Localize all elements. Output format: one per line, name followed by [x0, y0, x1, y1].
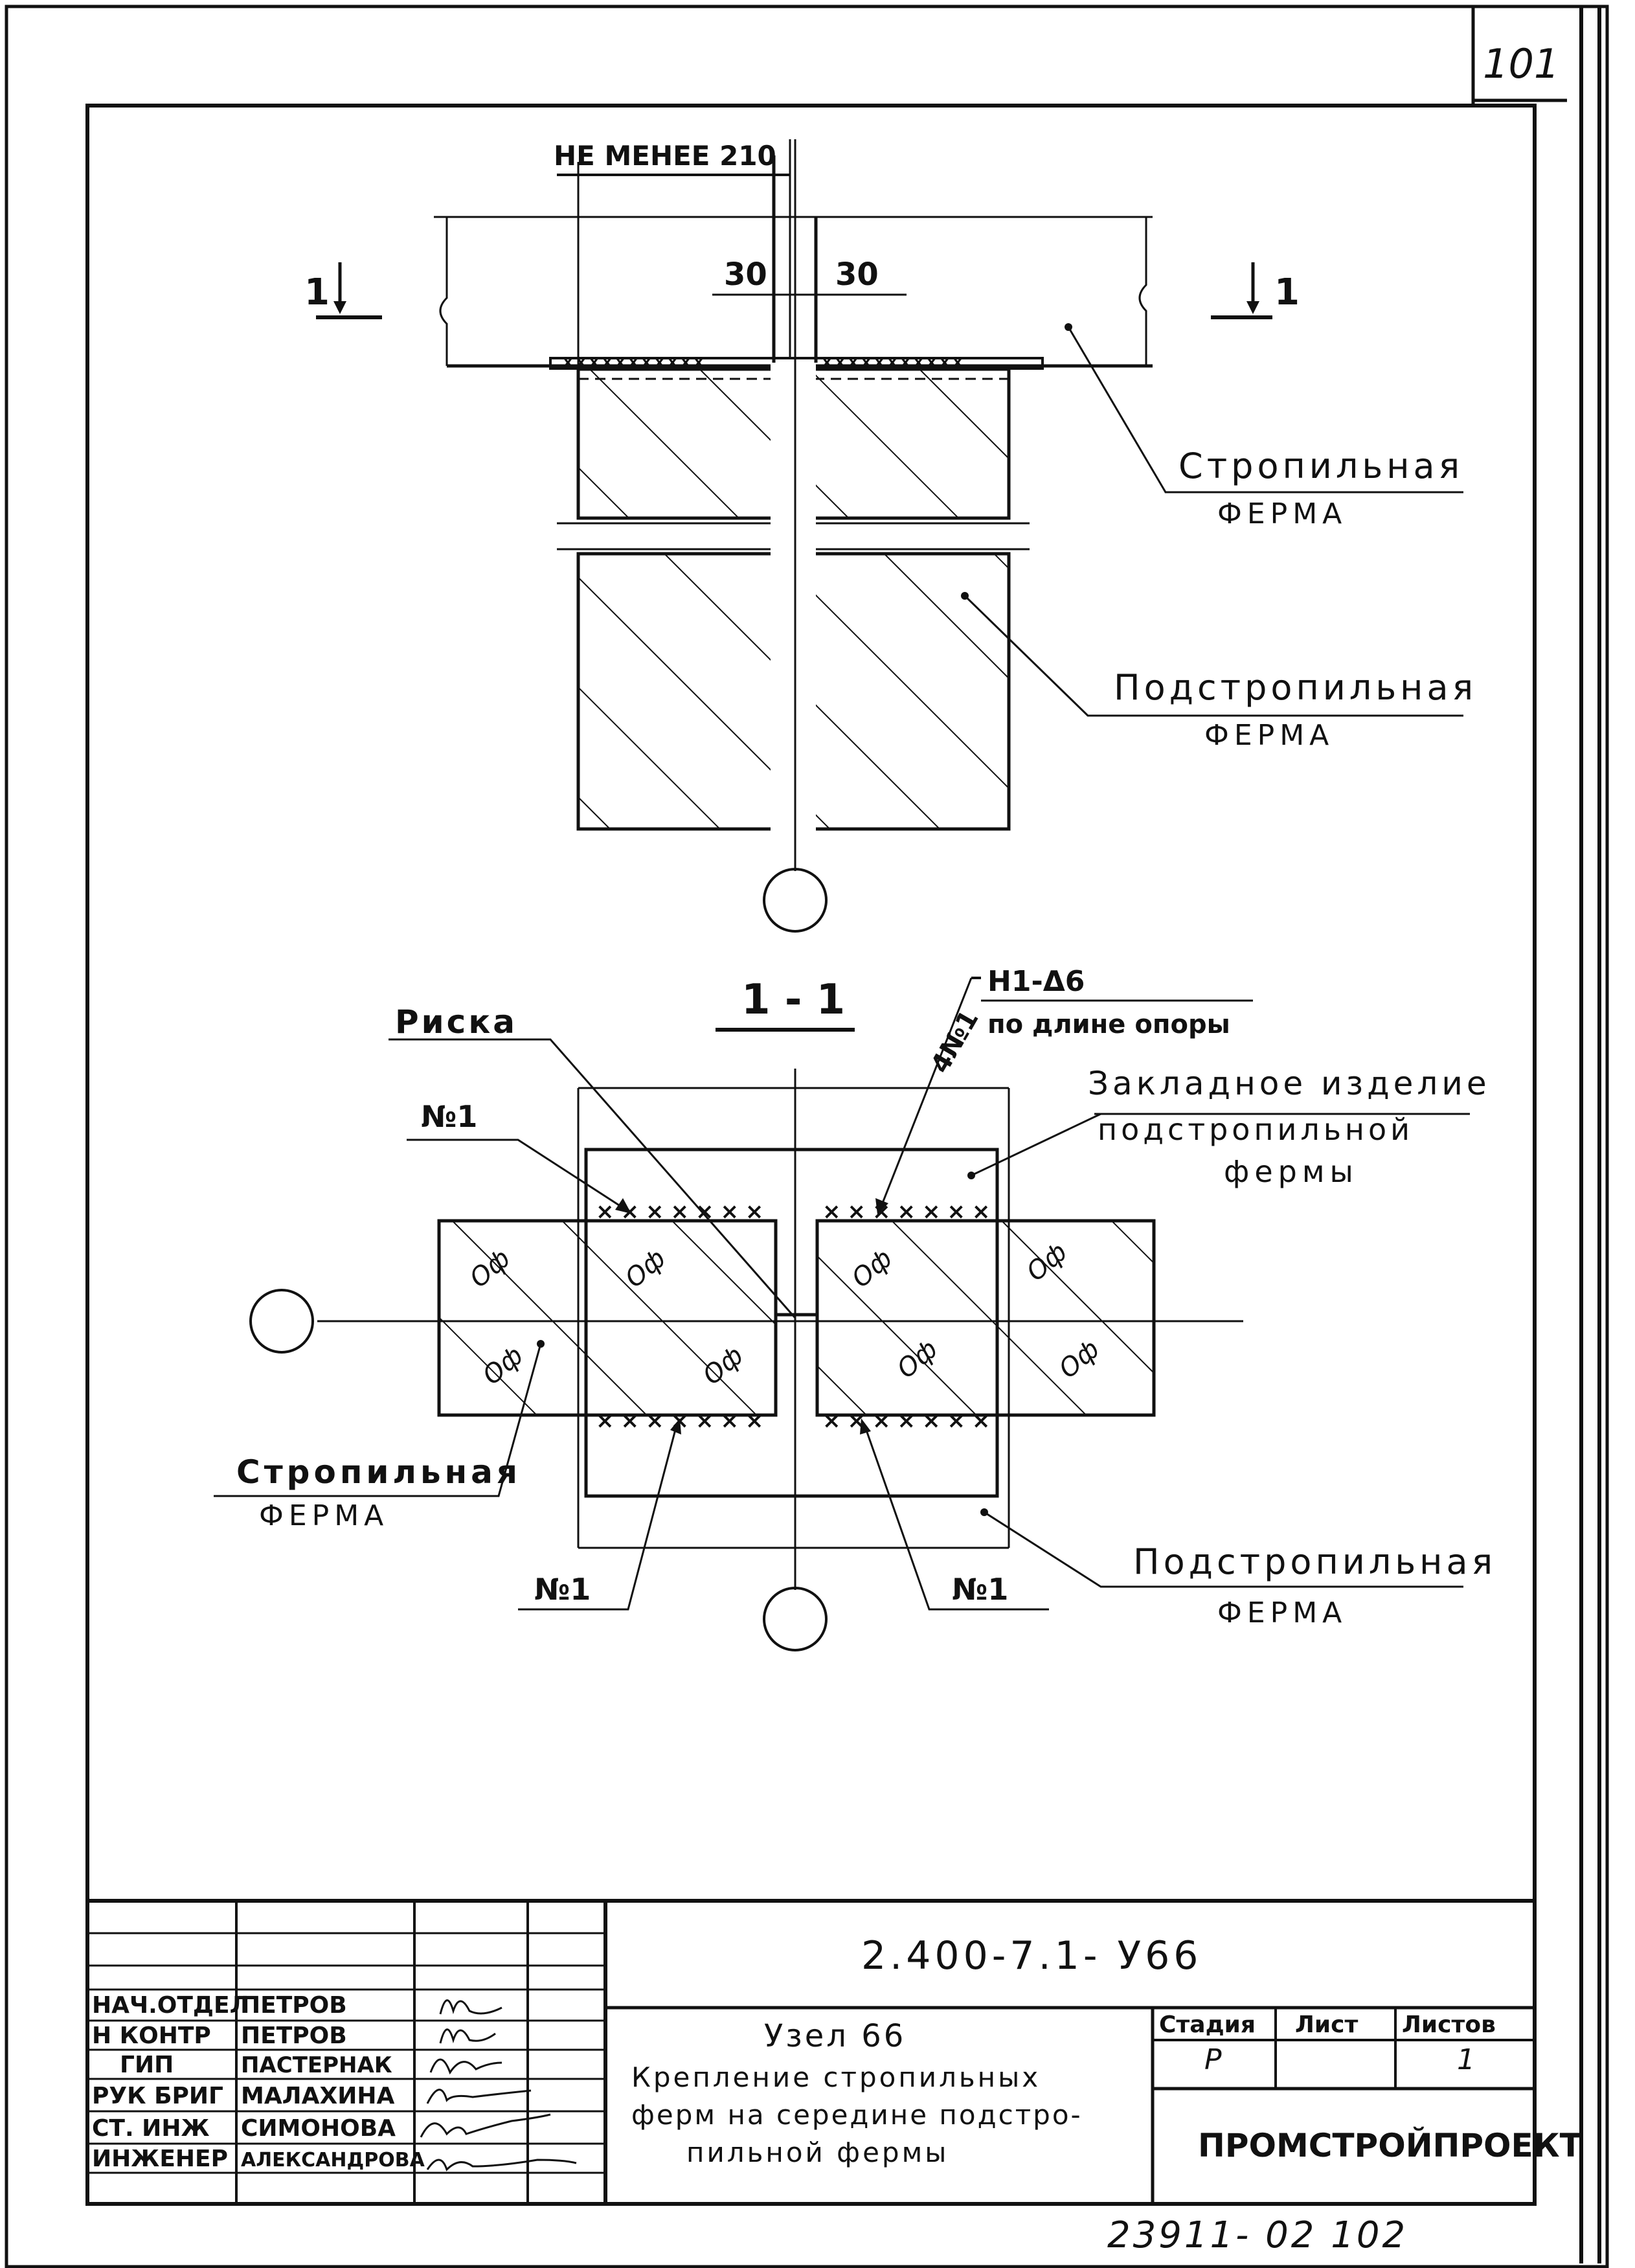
weld-count: 4№1: [925, 1005, 985, 1078]
role-3: РУК БРИГ: [92, 2083, 223, 2109]
label-truss-plan-2: ФЕРМА: [1217, 497, 1347, 530]
description-line-2: пильной фермы: [686, 2137, 949, 2168]
role-2: ГИП: [120, 2052, 174, 2078]
label-truss-section-1: Стропильная: [236, 1453, 521, 1491]
axis-bubble-section-bottom: [763, 1587, 828, 1651]
stage-value: Р: [1204, 2043, 1222, 2076]
title-block: 2.400-7.1- У66 НАЧ.ОТДЕЛ Н КОНТР ГИП РУК…: [87, 1899, 1582, 2204]
sheet-frame: [5, 5, 1609, 2268]
section-cut-mark-right: 1: [1211, 262, 1300, 319]
description-line-1: ферм на середине подстро-: [631, 2099, 1083, 2131]
weld-spec-note: по длине опоры: [987, 1010, 1230, 1039]
label-weld-n1-top: №1: [421, 1099, 477, 1134]
signatures: [420, 1999, 577, 2172]
axis-bubble-section-left: [249, 1289, 314, 1354]
role-1: Н КОНТР: [92, 2023, 211, 2049]
rafter-truss-left: [437, 1219, 778, 1417]
description-line-0: Крепление стропильных: [631, 2061, 1041, 2093]
sheet-header: Лист: [1295, 2012, 1358, 2038]
section-view: 1 - 1 ××××××× ××××××× ××××××× ××××××× Оф…: [214, 965, 1496, 1651]
svg-text:1: 1: [1274, 271, 1300, 313]
label-subtruss-section-2: ФЕРМА: [1217, 1596, 1347, 1629]
role-0: НАЧ.ОТДЕЛ: [92, 1992, 249, 2019]
name-0: ПЕТРОВ: [241, 1992, 347, 2019]
name-4: СИМОНОВА: [241, 2115, 396, 2142]
sheets-header: Листов: [1402, 2012, 1496, 2038]
axis-bubble-plan: [763, 868, 828, 933]
name-2: ПАСТЕРНАК: [241, 2052, 392, 2078]
archive-number: 23911- 02 102: [1107, 2214, 1408, 2256]
dimension-30-right: 30: [835, 256, 879, 293]
name-1: ПЕТРОВ: [241, 2023, 347, 2049]
svg-text:×××××××: ×××××××: [596, 1408, 770, 1434]
section-title: 1 - 1: [741, 976, 845, 1024]
plan-view: НЕ МЕНЕЕ 210 30 30 xxxxxxxxxxx xxxxxxxxx…: [304, 139, 1477, 933]
label-subtruss-section-1: Подстропильная: [1133, 1541, 1496, 1582]
dimension-min-210: НЕ МЕНЕЕ 210: [554, 140, 776, 172]
dimension-30-left: 30: [724, 256, 767, 293]
label-subtruss-plan-2: ФЕРМА: [1204, 719, 1334, 752]
label-embedded-3: фермы: [1224, 1154, 1359, 1189]
role-4: СТ. ИНЖ: [92, 2115, 210, 2142]
label-truss-plan-1: Стропильная: [1178, 446, 1463, 486]
name-3: МАЛАХИНА: [241, 2083, 394, 2109]
section-cut-mark-left: 1: [304, 262, 382, 319]
label-weld-n1-bottom-left: №1: [534, 1572, 591, 1607]
label-risk: Риска: [395, 1003, 517, 1041]
rafter-truss-right: [815, 1219, 1156, 1417]
label-embedded-2: подстропильной: [1098, 1112, 1414, 1147]
sheets-value: 1: [1457, 2043, 1475, 2076]
svg-text:1: 1: [304, 271, 330, 313]
stage-header: Стадия: [1159, 2012, 1256, 2038]
role-5: ИНЖЕНЕР: [92, 2146, 228, 2172]
label-truss-section-2: ФЕРМА: [259, 1499, 389, 1532]
node-title: Узел 66: [764, 2018, 906, 2054]
organization: ПРОМСТРОЙПРОЕКТ: [1198, 2126, 1582, 2164]
label-weld-n1-bottom-right: №1: [952, 1572, 1008, 1607]
svg-text:×××××××: ×××××××: [822, 1199, 997, 1225]
label-subtruss-plan-1: Подстропильная: [1114, 667, 1477, 708]
svg-text:×××××××: ×××××××: [822, 1408, 997, 1434]
sheet-number: 101: [1483, 40, 1559, 87]
name-5: АЛЕКСАНДРОВА: [241, 2149, 425, 2172]
document-code: 2.400-7.1- У66: [861, 1933, 1202, 1979]
label-embedded-1: Закладное изделие: [1088, 1065, 1491, 1102]
weld-spec: Н1-Δ6: [987, 965, 1085, 998]
